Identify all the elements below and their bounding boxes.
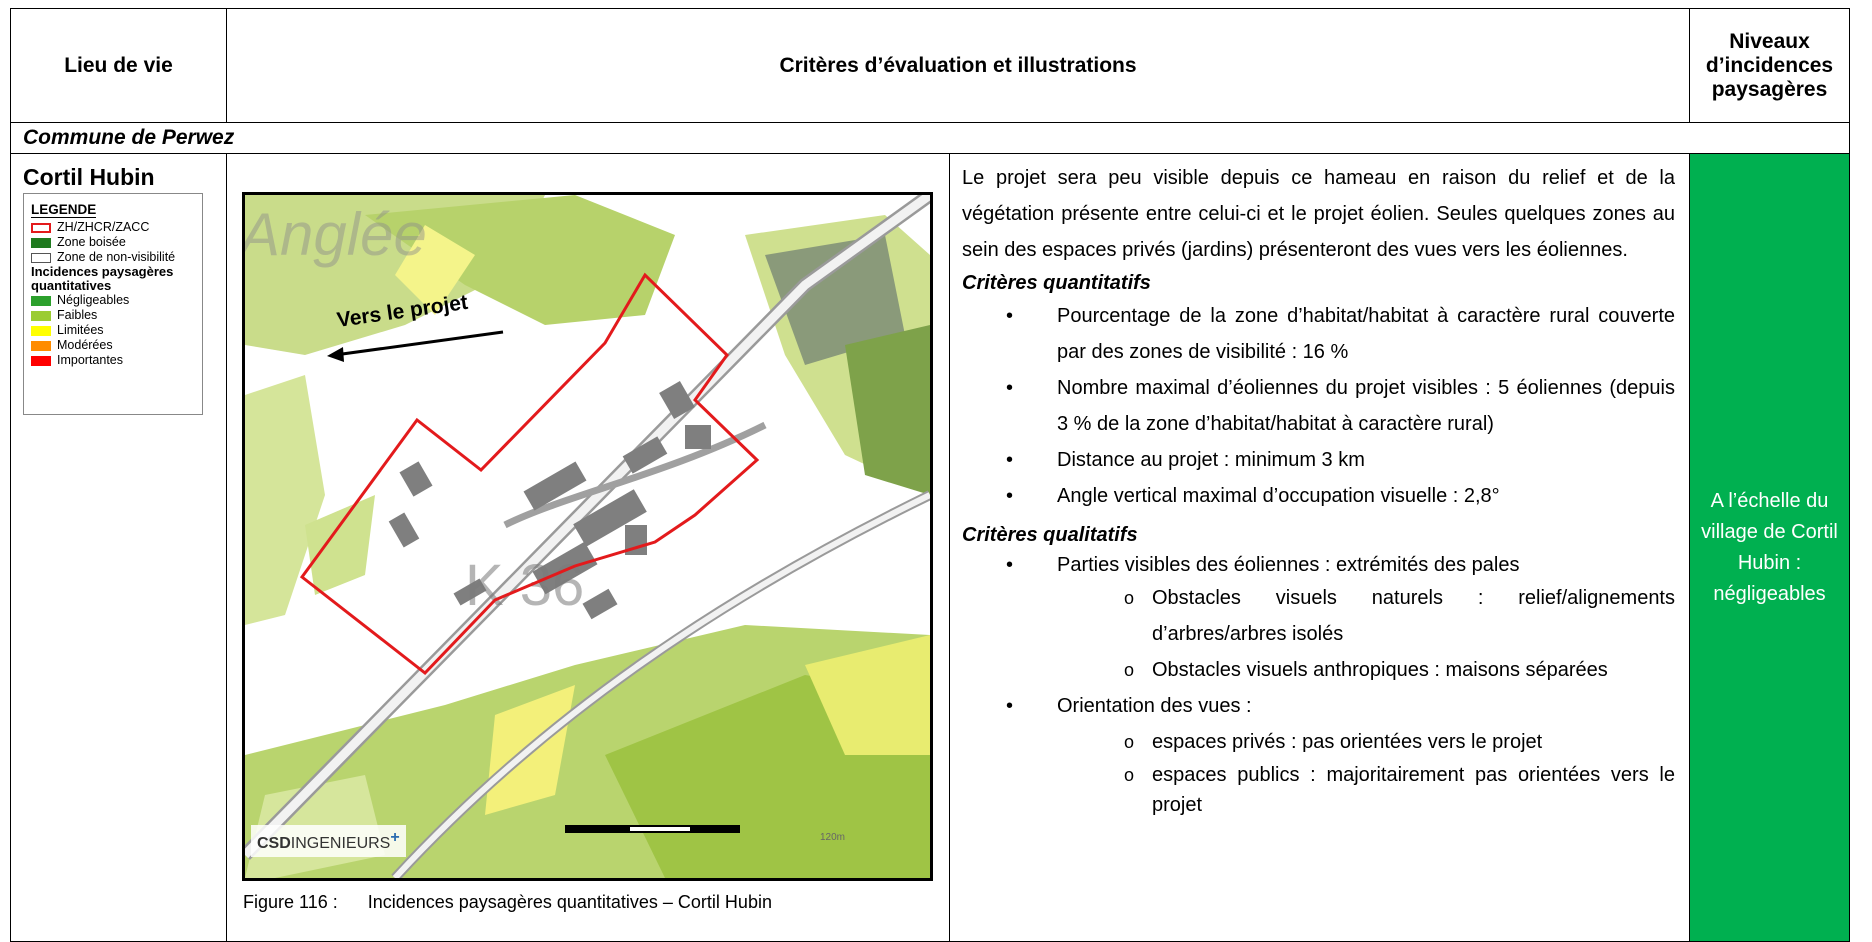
legend-level-importantes: Importantes: [31, 353, 195, 368]
figure-caption: Figure 116 : Incidences paysagères quanti…: [243, 892, 772, 913]
legend-label: Zone de non-visibilité: [57, 250, 176, 264]
legend-swatch: [31, 295, 51, 306]
quant-title: Critères quantitatifs: [962, 272, 1151, 294]
qual-item: •Parties visibles des éoliennes : extrém…: [1005, 554, 1520, 576]
legend-swatch: [31, 340, 51, 351]
legend-swatch: [31, 325, 51, 336]
legend-level-negligeables: Négligeables: [31, 293, 195, 308]
legend-level-faibles: Faibles: [31, 308, 195, 323]
commune-row: Commune de Perwez: [10, 122, 1850, 154]
legend-item-zh: ZH/ZHCR/ZACC: [31, 220, 195, 235]
legend-label: Limitées: [57, 323, 104, 337]
legend-label: Faibles: [57, 308, 98, 322]
commune-name: Commune de Perwez: [10, 122, 1850, 154]
legend-swatch: [31, 355, 51, 366]
caption-number: Figure 116 :: [243, 892, 338, 912]
legend-label: ZH/ZHCR/ZACC: [57, 220, 150, 234]
legend-label: Négligeables: [57, 293, 130, 307]
scale-label: 120m: [820, 832, 845, 843]
road-label: K 36: [465, 553, 584, 618]
qual-item: •Orientation des vues :: [1005, 695, 1252, 717]
legend-label: Importantes: [57, 353, 124, 367]
intro-text: Le projet sera peu visible depuis ce ham…: [962, 167, 1675, 261]
header-row: Lieu de vie Critères d’évaluation et ill…: [10, 8, 1850, 123]
legend-swatch: [31, 252, 51, 263]
legend-swatch: [31, 237, 51, 248]
visibility-map: K 36 Anglée Vers le projet CSDINGENIEURS…: [242, 192, 933, 881]
quant-item: •Distance au projet : minimum 3 km: [1005, 449, 1365, 471]
header-lieu-de-vie: Lieu de vie: [10, 8, 227, 123]
legend-swatch: [31, 310, 51, 321]
place-cell: Cortil Hubin LEGENDE ZH/ZHCR/ZACC Zone b…: [10, 153, 227, 942]
quant-item: •Pourcentage de la zone d’habitat/habita…: [1005, 305, 1675, 363]
csd-logo: CSDINGENIEURS+: [257, 829, 400, 852]
map-legend: LEGENDE ZH/ZHCR/ZACC Zone boisée Zone de…: [23, 193, 203, 415]
map-image: K 36 Anglée Vers le projet CSDINGENIEURS…: [245, 195, 930, 878]
legend-level-limitees: Limitées: [31, 323, 195, 338]
quant-item: •Nombre maximal d’éoliennes du projet vi…: [1005, 377, 1675, 435]
assessment-table: Lieu de vie Critères d’évaluation et ill…: [10, 8, 1850, 942]
place-name: Cortil Hubin: [23, 164, 155, 190]
legend-label: Modérées: [57, 338, 113, 352]
legend-item-zone-boisee: Zone boisée: [31, 235, 195, 250]
header-criteres: Critères d’évaluation et illustrations: [226, 8, 1690, 123]
legend-title: LEGENDE: [31, 202, 97, 218]
map-cell: K 36 Anglée Vers le projet CSDINGENIEURS…: [226, 153, 950, 942]
legend-swatch: [31, 222, 51, 233]
header-niveaux: Niveaux d’incidences paysagères: [1689, 8, 1850, 123]
qual-title: Critères qualitatifs: [962, 524, 1138, 546]
incidence-level: A l’échelle du village de Cortil Hubin :…: [1689, 153, 1850, 942]
legend-level-moderees: Modérées: [31, 338, 195, 353]
criteria-cell: Le projet sera peu visible depuis ce ham…: [949, 153, 1690, 942]
legend-subtitle: Incidences paysagères quantitatives: [31, 264, 174, 293]
legend-label: Zone boisée: [57, 235, 126, 249]
place-watermark: Anglée: [245, 201, 427, 268]
caption-text: Incidences paysagères quantitatives – Co…: [367, 892, 772, 912]
quant-item: •Angle vertical maximal d’occupation vis…: [1005, 485, 1500, 507]
legend-item-non-visibilite: Zone de non-visibilité: [31, 250, 195, 265]
place-row: Cortil Hubin LEGENDE ZH/ZHCR/ZACC Zone b…: [10, 153, 1850, 942]
